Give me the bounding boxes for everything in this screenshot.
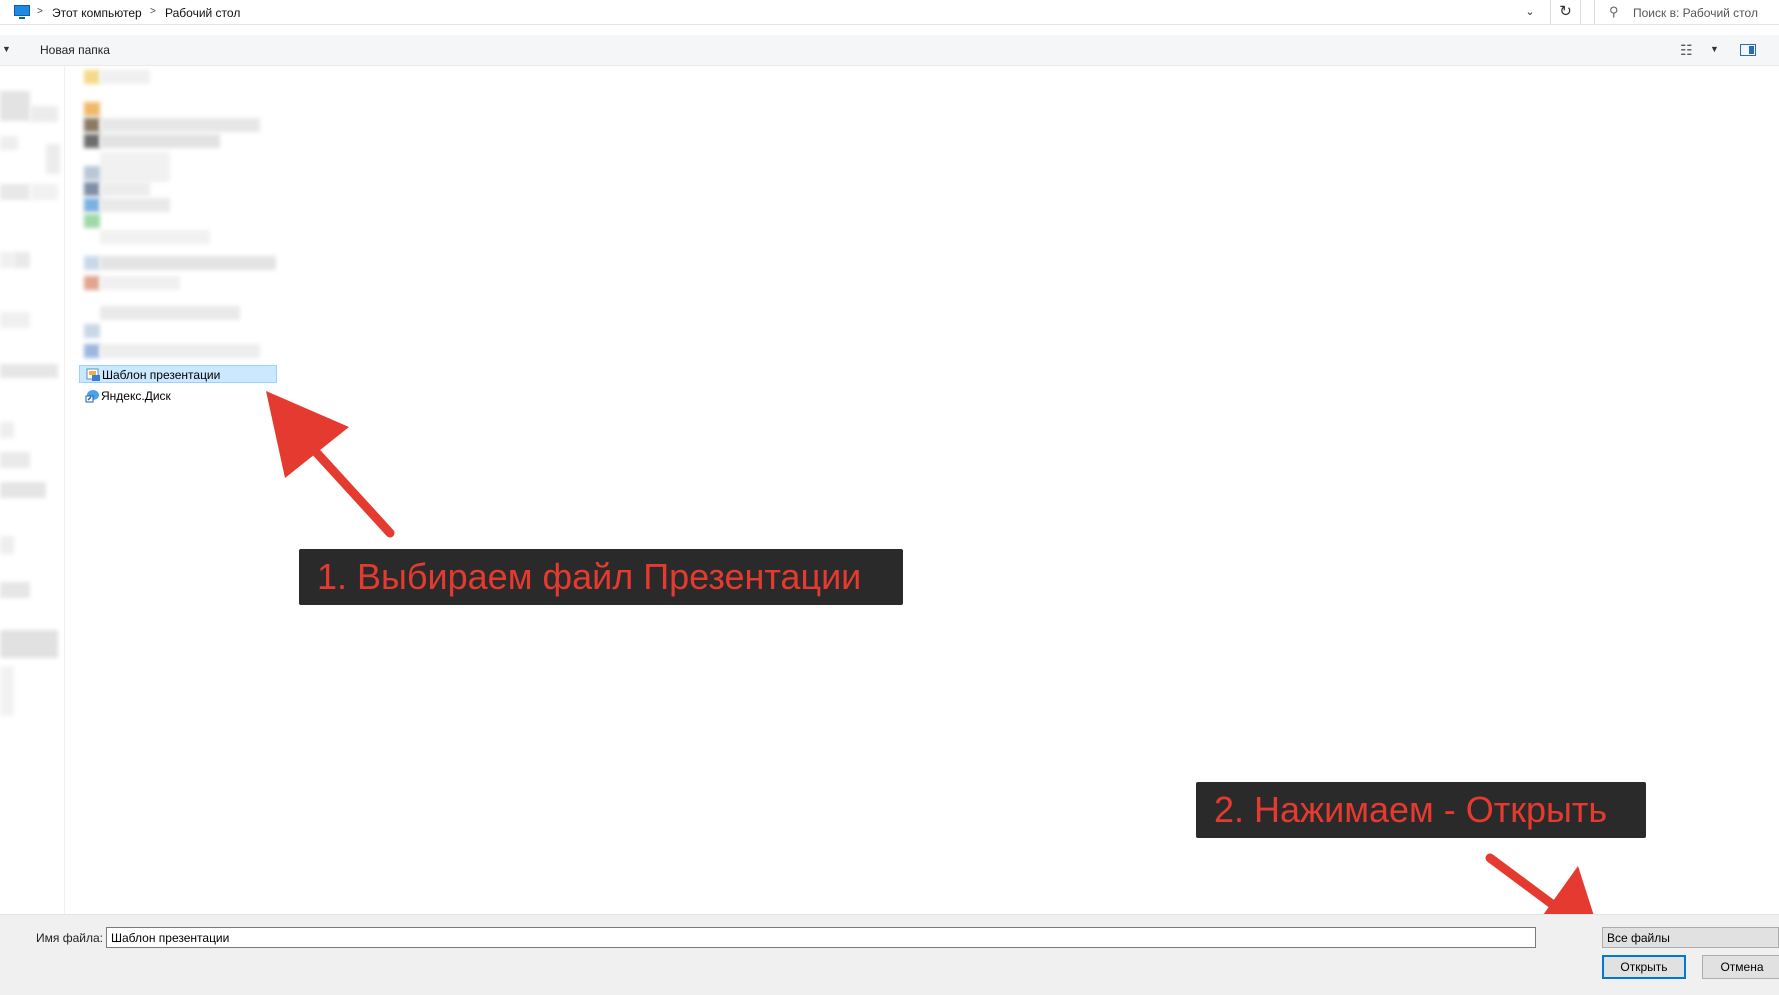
blurred-file-label [100, 230, 210, 244]
filename-input[interactable]: Шаблон презентации [106, 927, 1536, 948]
blurred-file-label [100, 152, 170, 182]
blurred-nav-item [0, 184, 30, 200]
blurred-nav-item [0, 136, 18, 150]
chevron-right-icon[interactable]: > [37, 6, 43, 17]
presentation-file-icon [86, 368, 100, 381]
search-icon: ⚲ [1609, 4, 1619, 19]
blurred-file-icon [84, 70, 100, 84]
blurred-nav-item [0, 91, 30, 121]
search-input[interactable]: ⚲ Поиск в: Рабочий стол [1594, 0, 1779, 24]
blurred-nav-item [30, 106, 58, 122]
blurred-file-icon [84, 256, 100, 270]
blurred-file-icon [84, 134, 100, 148]
blurred-file-label [100, 70, 150, 84]
blurred-nav-item [0, 422, 14, 438]
file-dialog-footer: Имя файла: Шаблон презентации Все файлы … [0, 914, 1779, 995]
blurred-file-icon [84, 102, 100, 116]
blurred-file-icon [84, 324, 100, 338]
blurred-file-icon [84, 276, 100, 290]
new-folder-button[interactable]: Новая папка [40, 43, 110, 57]
filetype-select[interactable]: Все файлы [1602, 927, 1779, 948]
blurred-nav-item [14, 252, 30, 268]
annotation-step-1: 1. Выбираем файл Презентации [299, 549, 903, 605]
blurred-file-icon [84, 166, 100, 180]
blurred-file-icon [84, 214, 100, 228]
blurred-nav-item [30, 184, 58, 200]
file-item-presentation-template[interactable]: Шаблон презентации [79, 365, 277, 383]
blurred-nav-item [0, 252, 14, 268]
blurred-file-label [100, 306, 240, 320]
filename-label: Имя файла: [36, 931, 103, 945]
blurred-file-label [100, 276, 180, 290]
annotation-step-2: 2. Нажимаем - Открыть [1196, 782, 1646, 838]
blurred-file-icon [84, 198, 100, 212]
view-options-icon[interactable]: ☷ [1680, 42, 1693, 58]
blurred-nav-item [0, 582, 30, 598]
blurred-nav-item [0, 666, 14, 716]
blurred-file-label [100, 118, 260, 132]
refresh-icon[interactable]: ↻ [1550, 0, 1580, 24]
blurred-file-icon [84, 182, 100, 196]
blurred-file-label [100, 256, 276, 270]
blurred-nav-item [0, 312, 30, 328]
chevron-down-icon[interactable]: ⌄ [1525, 6, 1535, 18]
file-label: Шаблон презентации [102, 368, 221, 382]
blurred-nav-item [46, 144, 60, 174]
blurred-nav-item [0, 364, 58, 378]
blurred-nav-item [0, 630, 58, 658]
navigation-pane[interactable] [0, 66, 65, 914]
blurred-nav-item [0, 482, 46, 498]
blurred-file-label [100, 344, 260, 358]
open-button[interactable]: Открыть [1602, 955, 1686, 979]
file-label: Яндекс.Диск [101, 389, 171, 403]
blurred-file-label [100, 134, 220, 148]
blurred-nav-item [0, 452, 30, 468]
blurred-file-icon [84, 344, 100, 358]
cancel-button[interactable]: Отмена [1702, 955, 1779, 979]
blurred-file-label [100, 182, 150, 196]
organize-dropdown-icon[interactable]: ▼ [2, 44, 11, 54]
blurred-nav-item [0, 536, 14, 554]
view-dropdown-icon[interactable]: ▼ [1710, 44, 1719, 54]
breadcrumb-this-pc[interactable]: Этот компьютер [52, 6, 142, 20]
blurred-file-label [100, 198, 170, 212]
search-placeholder: Поиск в: Рабочий стол [1633, 6, 1758, 20]
file-item-yandex-disk[interactable]: Яндекс.Диск [79, 387, 239, 405]
toolbar: ▼ Новая папка ☷ ▼ [0, 35, 1779, 66]
blurred-file-icon [84, 118, 100, 132]
address-bar[interactable]: > Этот компьютер > Рабочий стол ⌄ ↻ [0, 0, 1581, 24]
address-bar-row: > Этот компьютер > Рабочий стол ⌄ ↻ ⚲ По… [0, 0, 1779, 25]
chevron-right-icon[interactable]: > [150, 6, 156, 17]
preview-pane-icon[interactable] [1740, 44, 1756, 56]
breadcrumb-desktop[interactable]: Рабочий стол [165, 6, 241, 20]
this-pc-icon [14, 5, 30, 19]
yandex-disk-icon [85, 390, 99, 403]
